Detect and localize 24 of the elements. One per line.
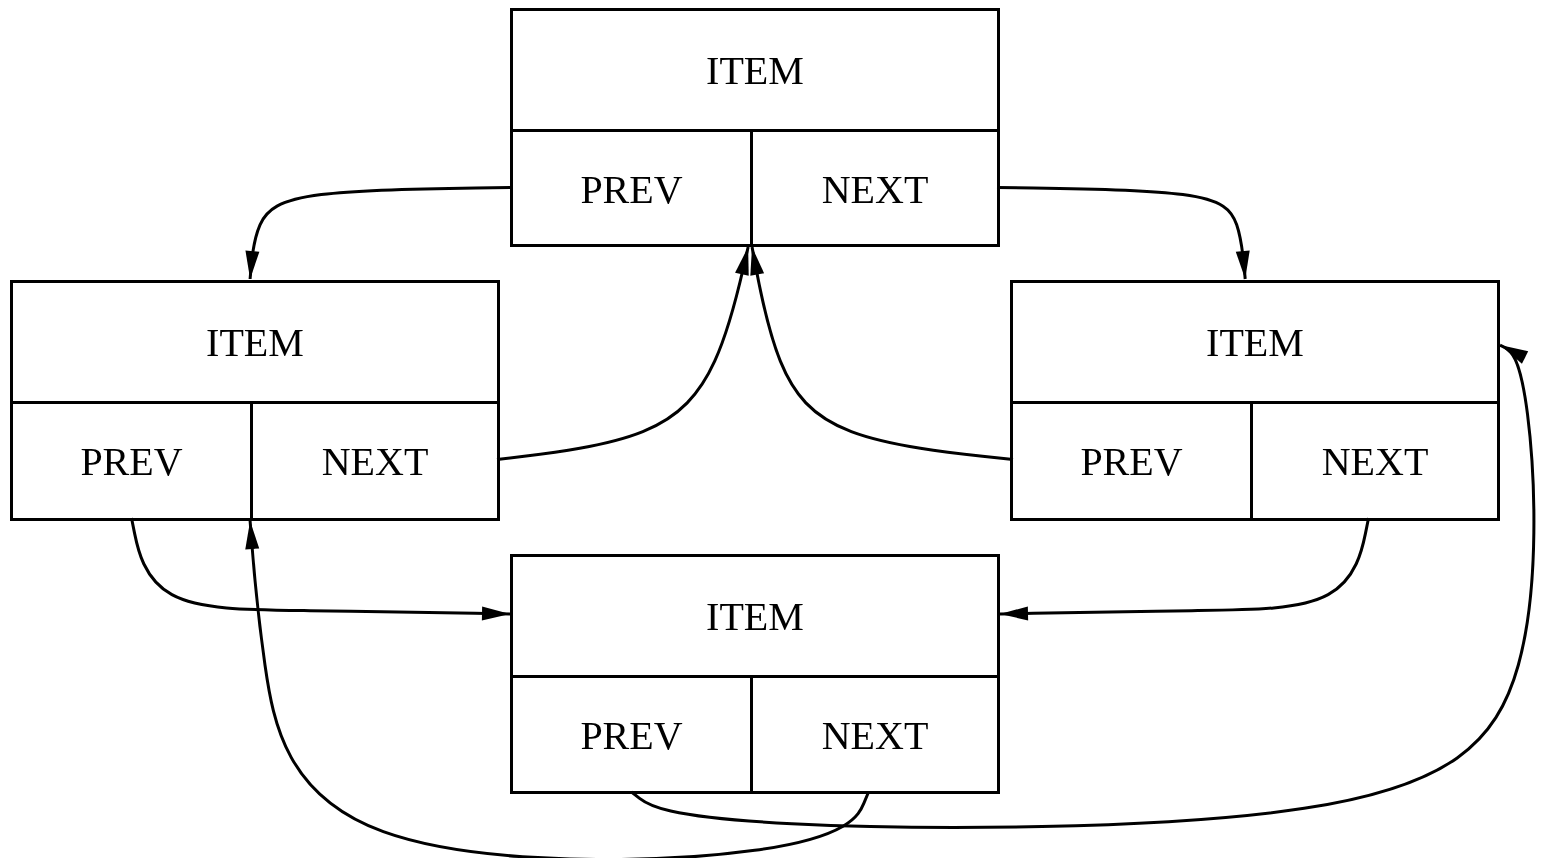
record-field: PREV xyxy=(513,675,750,792)
record-field: NEXT xyxy=(250,401,497,518)
arrow xyxy=(496,246,750,461)
record-field: PREV xyxy=(13,401,250,518)
record-field: PREV xyxy=(513,129,750,246)
arrow xyxy=(750,246,1014,461)
record-field: PREV xyxy=(1013,401,1250,518)
arrow xyxy=(630,343,1536,829)
record-field: ITEM xyxy=(513,557,997,675)
arrow xyxy=(997,186,1250,280)
record-field: ITEM xyxy=(13,283,497,401)
record-box xyxy=(1010,280,1500,521)
arrow xyxy=(130,517,511,621)
record-box xyxy=(510,8,1000,247)
record-field: NEXT xyxy=(1250,401,1497,518)
record-box xyxy=(510,554,1000,794)
record-field: ITEM xyxy=(513,11,997,129)
arrow xyxy=(245,186,513,280)
record-field: NEXT xyxy=(750,129,997,246)
record-box xyxy=(10,280,500,521)
record-field: ITEM xyxy=(1013,283,1497,401)
arrow xyxy=(999,517,1371,621)
arrow xyxy=(245,520,870,858)
record-field: NEXT xyxy=(750,675,997,792)
